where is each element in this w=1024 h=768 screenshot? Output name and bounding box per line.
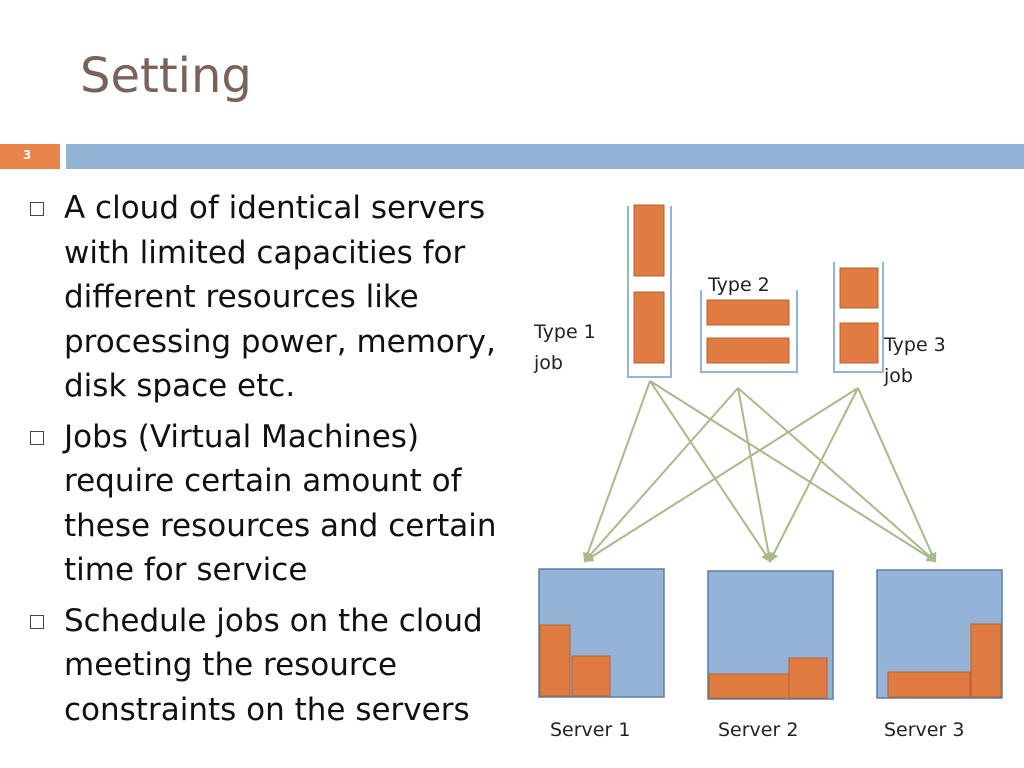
slide-title: Setting [80, 48, 252, 104]
server-2-job-type3 [788, 657, 828, 699]
square-bullet-icon [30, 430, 44, 445]
job-block-type2-top [706, 299, 790, 326]
bullet-text: Schedule jobs on the cloud meeting the r… [64, 602, 483, 728]
server-3-job-type2 [887, 671, 971, 698]
server-3-label: Server 3 [884, 719, 964, 741]
bullet-text: A cloud of identical servers with limite… [64, 190, 496, 404]
server-1-label: Server 1 [550, 719, 630, 741]
slide-number-box [0, 144, 60, 169]
square-bullet-icon [30, 202, 44, 216]
job-label-type1-line2: job [533, 352, 563, 374]
job-label-type1-line1: Type 1 [533, 321, 596, 343]
bullet-item-3: Schedule jobs on the cloud meeting the r… [30, 599, 520, 733]
job-label-type3-line1: Type 3 [883, 334, 946, 356]
assignment-arrows [583, 380, 937, 563]
bullet-item-2: Jobs (Virtual Machines) require certain … [30, 415, 520, 593]
square-bullet-icon [30, 614, 44, 629]
arrow-type3-server2 [769, 387, 859, 563]
header-bar [66, 144, 1024, 169]
arrow-type1-server2 [649, 380, 772, 563]
arrow-type2-server1 [583, 387, 739, 563]
server-1-job-type3 [571, 655, 611, 697]
job-container-type2 [700, 290, 798, 373]
server-3-job-type1 [970, 623, 1002, 698]
arrow-type2-server3 [737, 387, 937, 563]
arrow-type2-server2 [737, 387, 774, 563]
server-1-job-type1 [539, 624, 571, 697]
job-block-type3-top [839, 267, 879, 309]
slide-number: 3 [23, 148, 32, 162]
job-block-type3-bottom [839, 322, 879, 364]
bullet-list: A cloud of identical servers with limite… [30, 186, 520, 738]
server-2-job-type2 [708, 673, 790, 699]
job-container-type3 [833, 262, 884, 373]
job-label-type2: Type 2 [707, 274, 770, 296]
bullet-item-1: A cloud of identical servers with limite… [30, 186, 520, 409]
job-block-type2-bottom [706, 337, 790, 364]
job-label-type3-line2: job [883, 365, 913, 387]
arrow-type1-server3 [649, 380, 937, 563]
arrow-type1-server1 [583, 380, 651, 563]
arrow-type3-server1 [583, 387, 859, 563]
bullet-text: Jobs (Virtual Machines) require certain … [64, 418, 497, 589]
server-2-label: Server 2 [718, 719, 798, 741]
job-container-type1 [627, 206, 672, 378]
job-block-type1-bottom [633, 291, 665, 364]
job-block-type1-top [633, 204, 665, 277]
arrow-type3-server3 [857, 387, 937, 563]
